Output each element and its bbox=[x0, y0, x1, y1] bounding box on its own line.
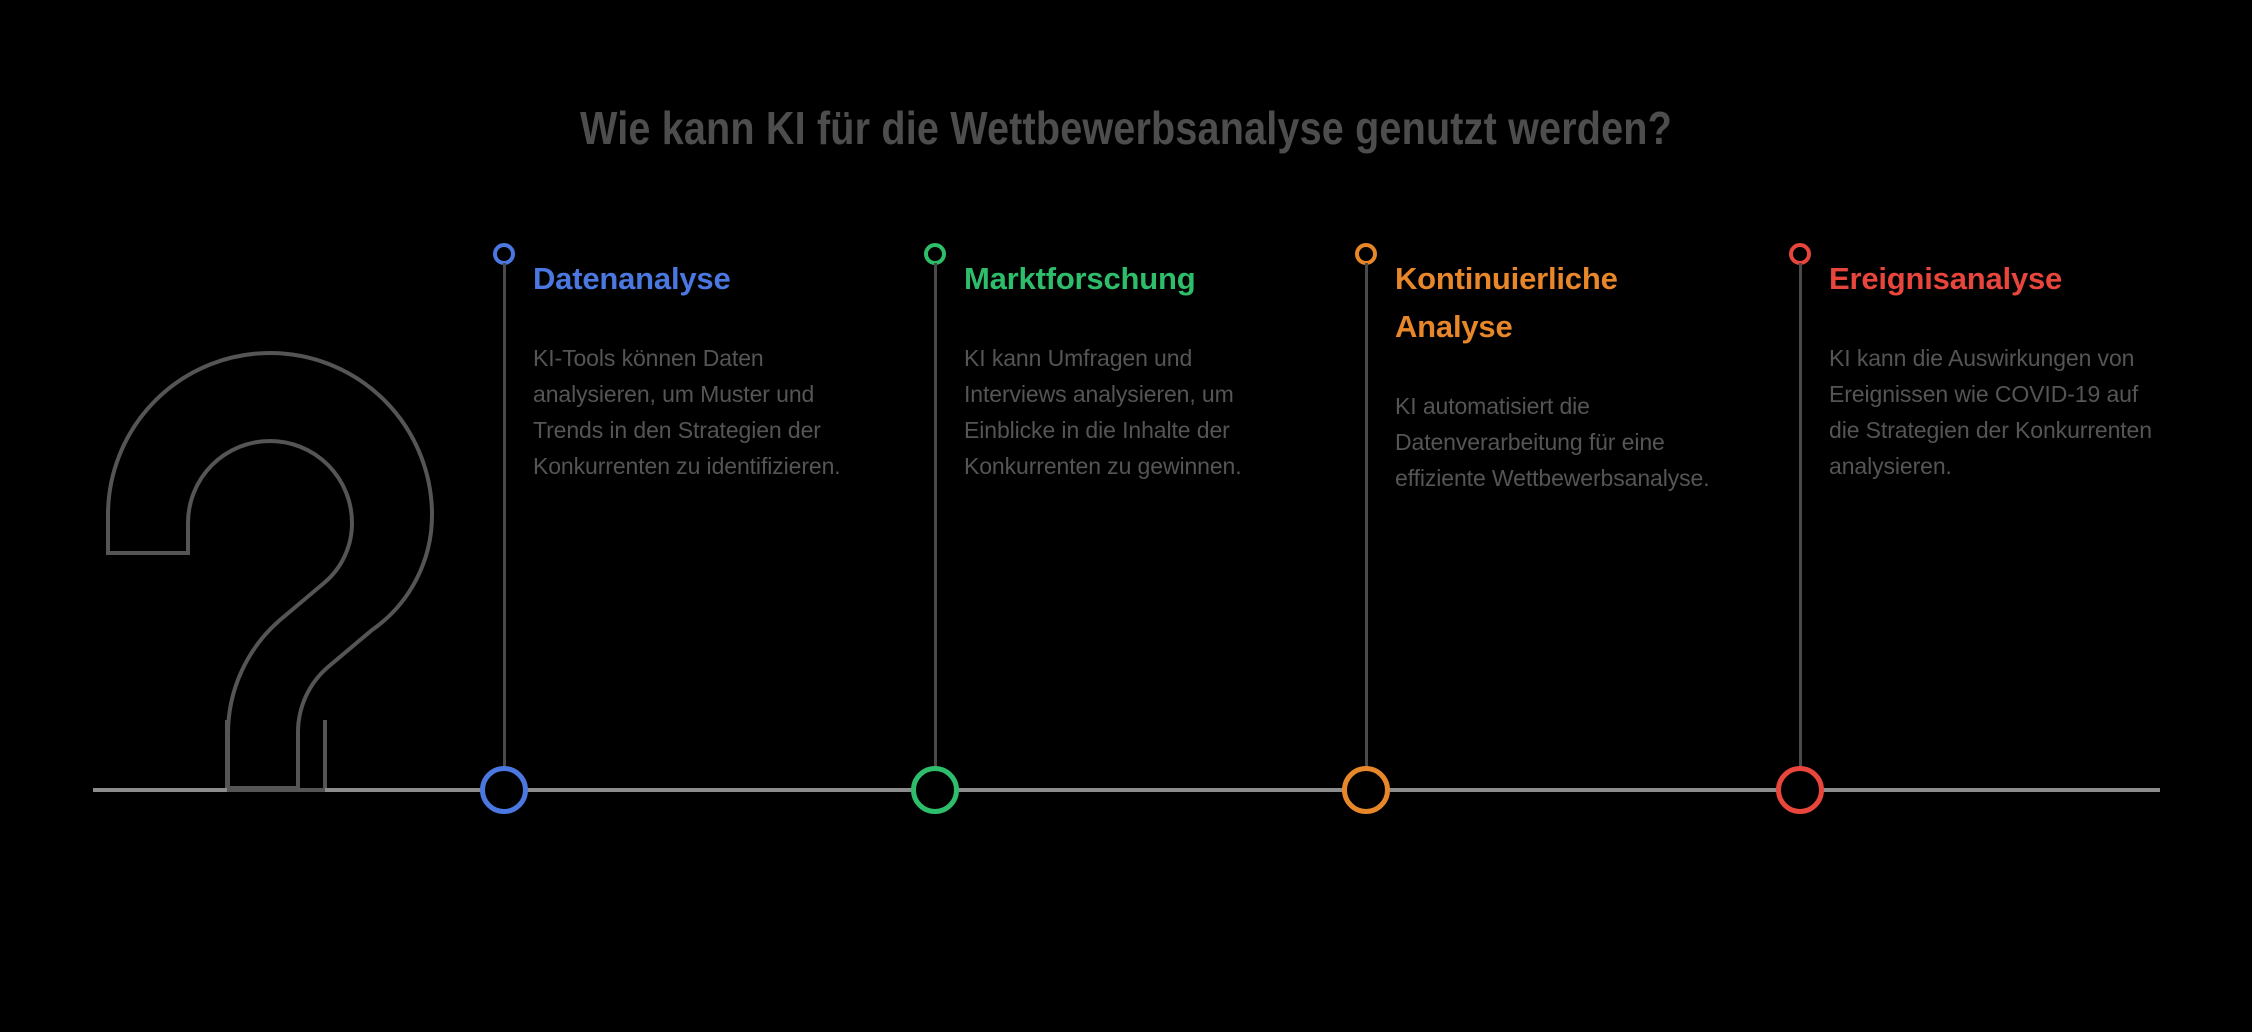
timeline-base-marker-icon[interactable] bbox=[1342, 766, 1390, 814]
timeline-baseline-left bbox=[93, 788, 227, 792]
timeline-item-body: KI automatisiert die Datenverarbeitung f… bbox=[1395, 393, 1710, 491]
timeline-connector-line bbox=[1365, 263, 1368, 768]
timeline-connector-line bbox=[1799, 263, 1802, 768]
timeline-item-heading: Datenanalyse bbox=[533, 261, 731, 296]
timeline-top-marker-icon bbox=[1789, 243, 1811, 265]
timeline-item-body: KI-Tools können Daten analysieren, um Mu… bbox=[533, 345, 841, 479]
timeline-item-body: KI kann die Auswirkungen von Ereignissen… bbox=[1829, 345, 2152, 479]
timeline-top-marker-icon bbox=[1355, 243, 1377, 265]
timeline-item-heading: Kontinuierliche Analyse bbox=[1395, 261, 1618, 344]
timeline-base-marker-icon[interactable] bbox=[911, 766, 959, 814]
timeline-base-marker-icon[interactable] bbox=[1776, 766, 1824, 814]
timeline-top-marker-icon bbox=[493, 243, 515, 265]
timeline-connector-line bbox=[934, 263, 937, 768]
page-title: Wie kann KI für die Wettbewerbsanalyse g… bbox=[580, 102, 1672, 154]
timeline-item-heading: Marktforschung bbox=[964, 261, 1196, 296]
timeline-top-marker-icon bbox=[924, 243, 946, 265]
timeline-baseline-right bbox=[325, 788, 2160, 792]
timeline-base-marker-icon[interactable] bbox=[480, 766, 528, 814]
question-mark-icon bbox=[60, 215, 480, 795]
timeline-item-heading: Ereignisanalyse bbox=[1829, 261, 2063, 296]
timeline-item-body: KI kann Umfragen und Interviews analysie… bbox=[964, 345, 1242, 479]
timeline-connector-line bbox=[503, 263, 506, 768]
